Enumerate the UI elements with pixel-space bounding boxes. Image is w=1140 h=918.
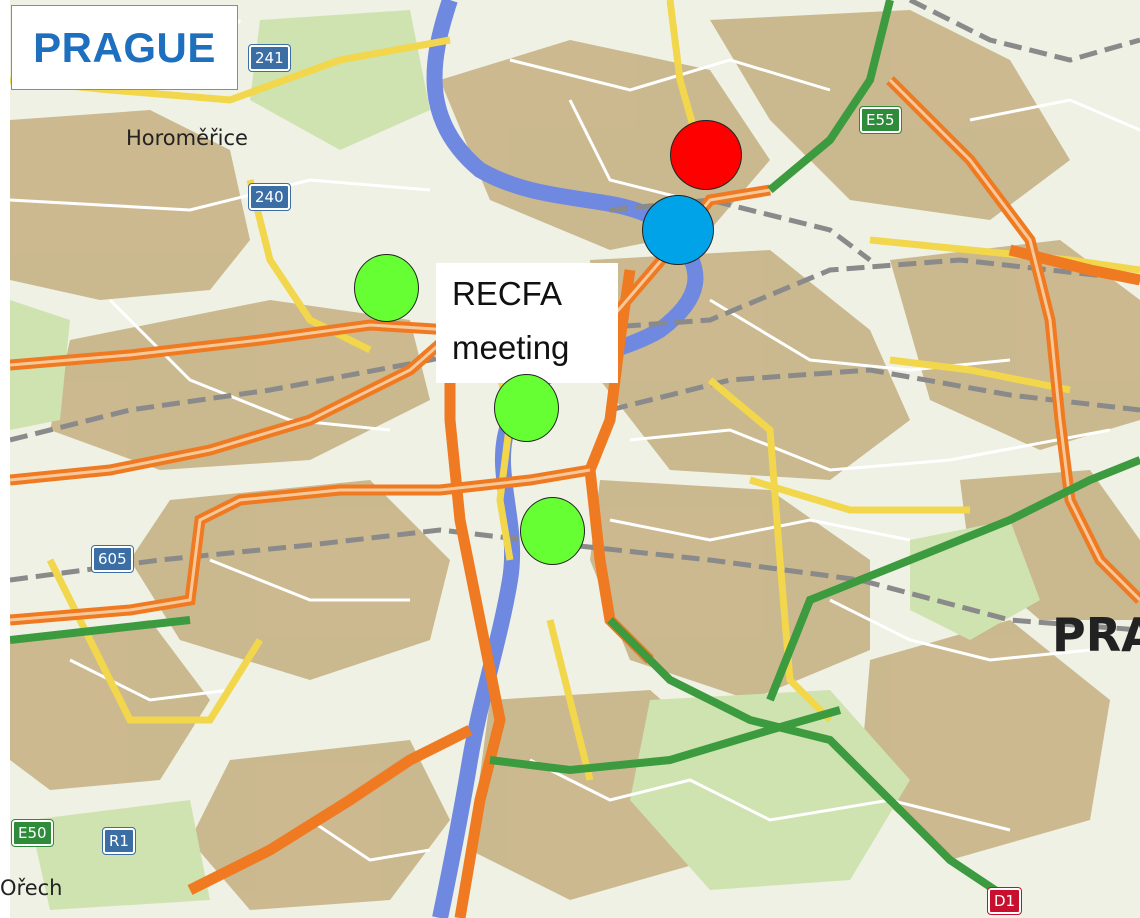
place-label-city: PRA <box>1052 608 1140 662</box>
secondary-roads <box>10 0 1140 781</box>
annotation-line-2: meeting <box>452 329 570 366</box>
local-streets <box>10 19 1140 862</box>
page-title: PRAGUE <box>33 23 216 71</box>
place-label-horomerice: Horoměřice <box>126 126 248 150</box>
marker-blue[interactable] <box>642 195 714 265</box>
road-shield-e50: E50 <box>11 819 54 847</box>
place-label-orech: Ořech <box>0 876 63 900</box>
road-shield-r1: R1 <box>102 827 136 855</box>
road-shield-605: 605 <box>91 545 134 573</box>
title-box: PRAGUE <box>11 5 238 90</box>
marker-green-1[interactable] <box>354 254 419 322</box>
map-canvas[interactable] <box>10 0 1140 918</box>
road-shield-d1: D1 <box>986 887 1023 915</box>
annotation-line-1: RECFA <box>452 275 563 312</box>
highways <box>10 0 1140 904</box>
annotation-box: RECFA meeting <box>436 263 618 383</box>
marker-red[interactable] <box>670 120 742 190</box>
marker-green-2[interactable] <box>494 374 559 442</box>
road-shield-241: 241 <box>248 44 291 72</box>
marker-green-3[interactable] <box>520 497 585 565</box>
road-shield-e55: E55 <box>859 106 902 134</box>
road-shield-240: 240 <box>248 183 291 211</box>
